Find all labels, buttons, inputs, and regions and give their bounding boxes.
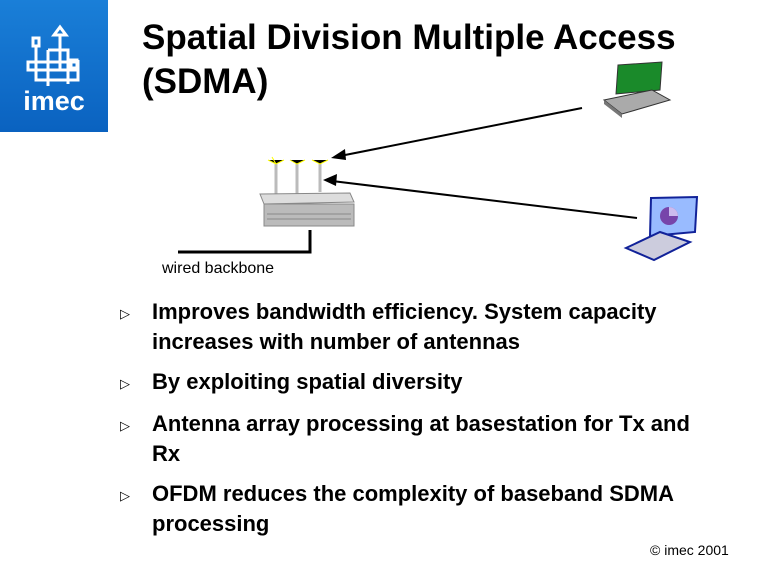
bullet-item: ▷ Improves bandwidth efficiency. System c… (120, 297, 720, 357)
laptop-green-icon (602, 61, 672, 118)
arrow-laptop2-to-basestation (323, 174, 638, 219)
imec-emblem-icon (26, 24, 80, 86)
bullet-text: OFDM reduces the complexity of baseband … (152, 481, 674, 536)
copyright: © imec 2001 (650, 542, 729, 558)
bullet-text: Antenna array processing at basestation … (152, 411, 690, 466)
triangle-bullet-icon: ▷ (120, 306, 130, 321)
bullet-item: ▷ Antenna array processing at basestation… (120, 409, 720, 469)
arrow-laptop1-to-basestation (331, 107, 583, 160)
logo-text: imec (23, 86, 85, 116)
wired-backbone-line (178, 230, 312, 254)
triangle-bullet-icon: ▷ (120, 418, 130, 433)
triangle-bullet-icon: ▷ (120, 488, 130, 503)
bullet-text: Improves bandwidth efficiency. System ca… (152, 299, 657, 354)
slide-title: Spatial Division Multiple Access (SDMA) (142, 18, 676, 101)
basestation-icon (259, 156, 355, 227)
bullet-list: ▷ Improves bandwidth efficiency. System c… (120, 297, 720, 549)
bullet-item: ▷ OFDM reduces the complexity of baseband… (120, 479, 720, 539)
imec-logo: imec (0, 0, 108, 132)
triangle-bullet-icon: ▷ (120, 376, 130, 391)
laptop-blue-icon (623, 195, 699, 262)
bullet-item: ▷ By exploiting spatial diversity (120, 367, 720, 399)
wired-backbone-label: wired backbone (162, 260, 275, 277)
bullet-text: By exploiting spatial diversity (152, 369, 463, 394)
